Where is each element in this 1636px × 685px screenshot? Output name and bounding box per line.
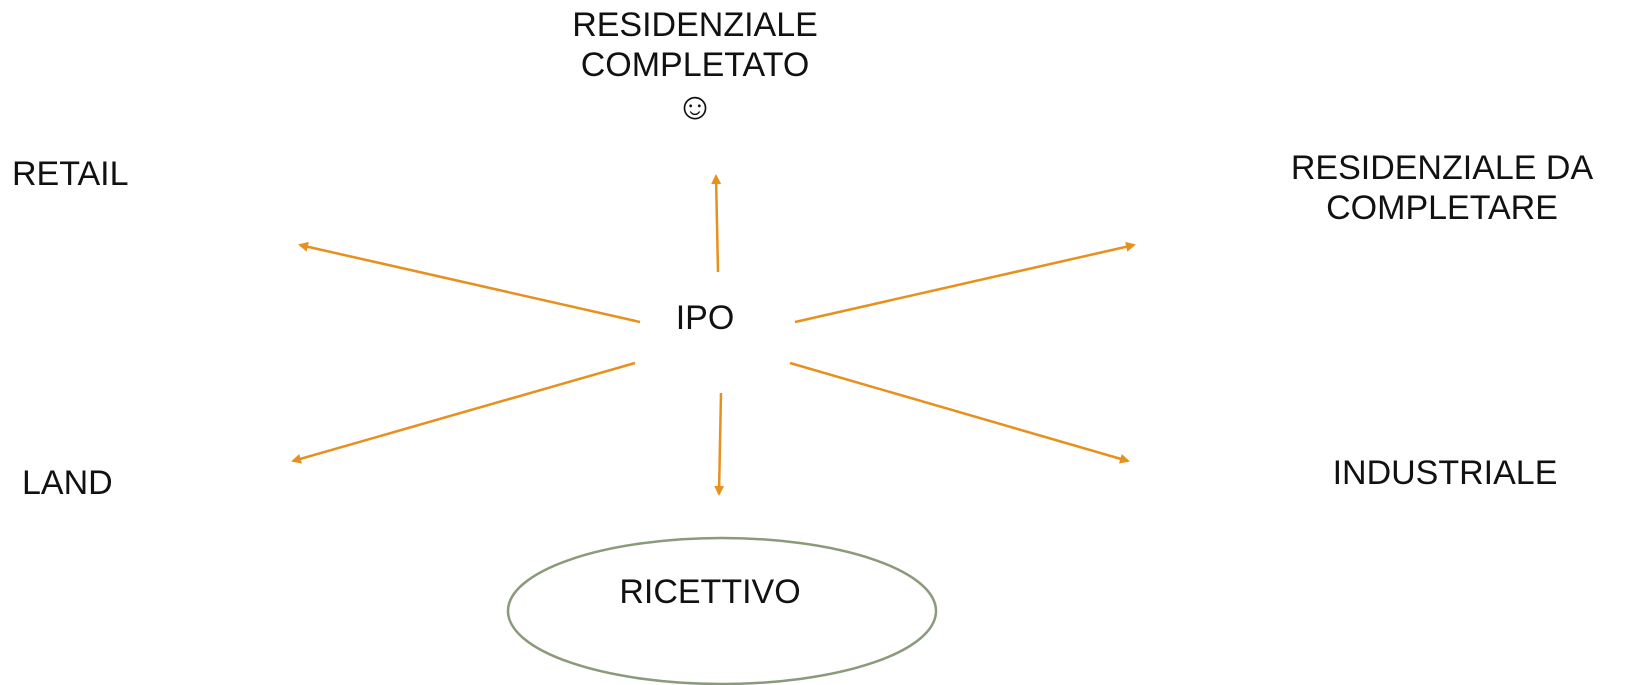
node-residenziale-da-completare-line-2: COMPLETARE — [1326, 189, 1558, 227]
arrow-to-industriale — [789, 361, 1130, 464]
node-ricettivo: RICETTIVO — [619, 573, 801, 611]
smiley-icon: ☺ — [675, 86, 715, 128]
arrow-to-retail — [298, 241, 641, 324]
ricettivo-ellipse — [506, 536, 938, 685]
node-residenziale-da-completare-line-1: RESIDENZIALE DA — [1290, 149, 1594, 187]
arrow-to-residenziale-completato — [711, 174, 722, 273]
arrow-to-ricettivo — [714, 392, 725, 496]
node-residenziale-completato: RESIDENZIALE COMPLETATO ☺ — [560, 5, 830, 129]
node-industriale: INDUSTRIALE — [1332, 454, 1558, 492]
node-ipo-center: IPO — [675, 299, 735, 337]
node-retail: RETAIL — [12, 155, 129, 193]
node-land: LAND — [22, 464, 113, 502]
node-residenziale-da-completare: RESIDENZIALE DA COMPLETARE — [1262, 148, 1622, 228]
arrow-to-residenziale-da-completare — [794, 241, 1136, 324]
arrow-to-land — [291, 361, 636, 464]
node-residenziale-completato-line-2: COMPLETATO — [580, 46, 810, 84]
node-residenziale-completato-line-1: RESIDENZIALE — [572, 6, 818, 44]
